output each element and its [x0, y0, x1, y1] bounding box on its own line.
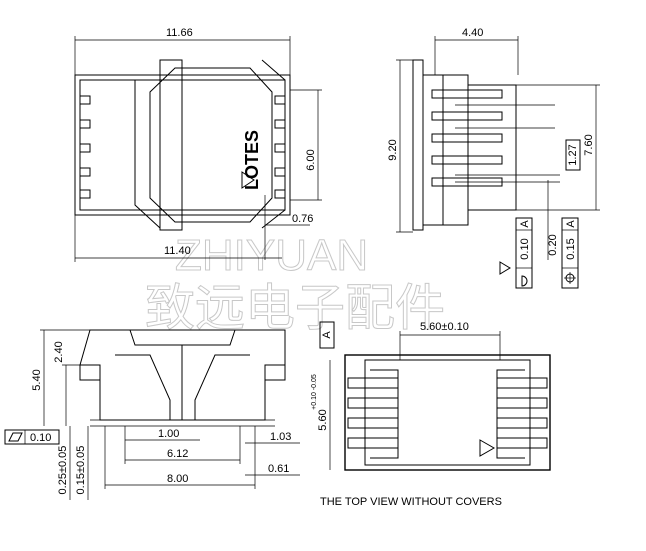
front-height-label: 5.40 — [31, 369, 43, 390]
top-width-label: 11.66 — [166, 27, 193, 39]
bottom-datum-label: A — [321, 331, 333, 339]
side-length-label: 7.60 — [583, 134, 595, 155]
side-height-label: 9.20 — [387, 139, 399, 160]
front-w1-label: 1.00 — [158, 428, 179, 440]
top-inner-width-label: 11.40 — [164, 245, 191, 257]
top-view: 11.66 LOTES 6.00 — [74, 27, 322, 262]
side-position-label: 0.15 — [565, 238, 577, 259]
watermark-latin: ZHIYUAN — [175, 231, 368, 280]
pin1-triangle-icon — [479, 439, 496, 457]
bottom-height-label: 5.60 — [317, 409, 329, 430]
watermark-cjk: 致远电子配件 — [145, 280, 445, 336]
top-offset-label: 0.76 — [292, 213, 313, 225]
front-height2-label: 2.40 — [53, 341, 65, 362]
front-w3-label: 8.00 — [167, 473, 188, 485]
pin1-triangle-icon — [241, 171, 255, 189]
flatness-icon — [8, 432, 23, 442]
front-w2-label: 6.12 — [167, 448, 188, 460]
bottom-width-label: 5.60±0.10 — [420, 321, 469, 333]
side-pitch-label: 1.27 — [567, 144, 579, 165]
side-position-datum: A — [565, 220, 577, 228]
side-flatness-datum: A — [519, 220, 531, 228]
side-flatness-label: 0.10 — [519, 238, 531, 259]
front-flatness-label: 0.10 — [30, 432, 51, 444]
top-height-label: 6.00 — [305, 149, 317, 170]
front-w4-label: 1.03 — [270, 431, 291, 443]
front-view: 5.40 2.40 0.10 0.25±0.05 0.15±0.05 1.00 … — [4, 329, 300, 500]
bottom-height-tolerance: +0.10 -0.05 — [311, 374, 318, 410]
profile-surface-icon — [521, 275, 528, 287]
bottom-view: A 5.60±0.10 5.60 +0.10 -0.05 THE TOP VIE… — [311, 321, 551, 508]
front-tol1-label: 0.25±0.05 — [57, 446, 69, 495]
side-width-label: 4.40 — [462, 27, 483, 39]
bottom-caption: THE TOP VIEW WITHOUT COVERS — [320, 496, 502, 508]
front-tol2-label: 0.15±0.05 — [75, 446, 87, 495]
side-view: 4.40 9.20 7.60 1.27 0.20 — [387, 27, 600, 289]
front-w5-label: 0.61 — [268, 463, 289, 475]
side-tol-label: 0.20 — [547, 234, 559, 255]
